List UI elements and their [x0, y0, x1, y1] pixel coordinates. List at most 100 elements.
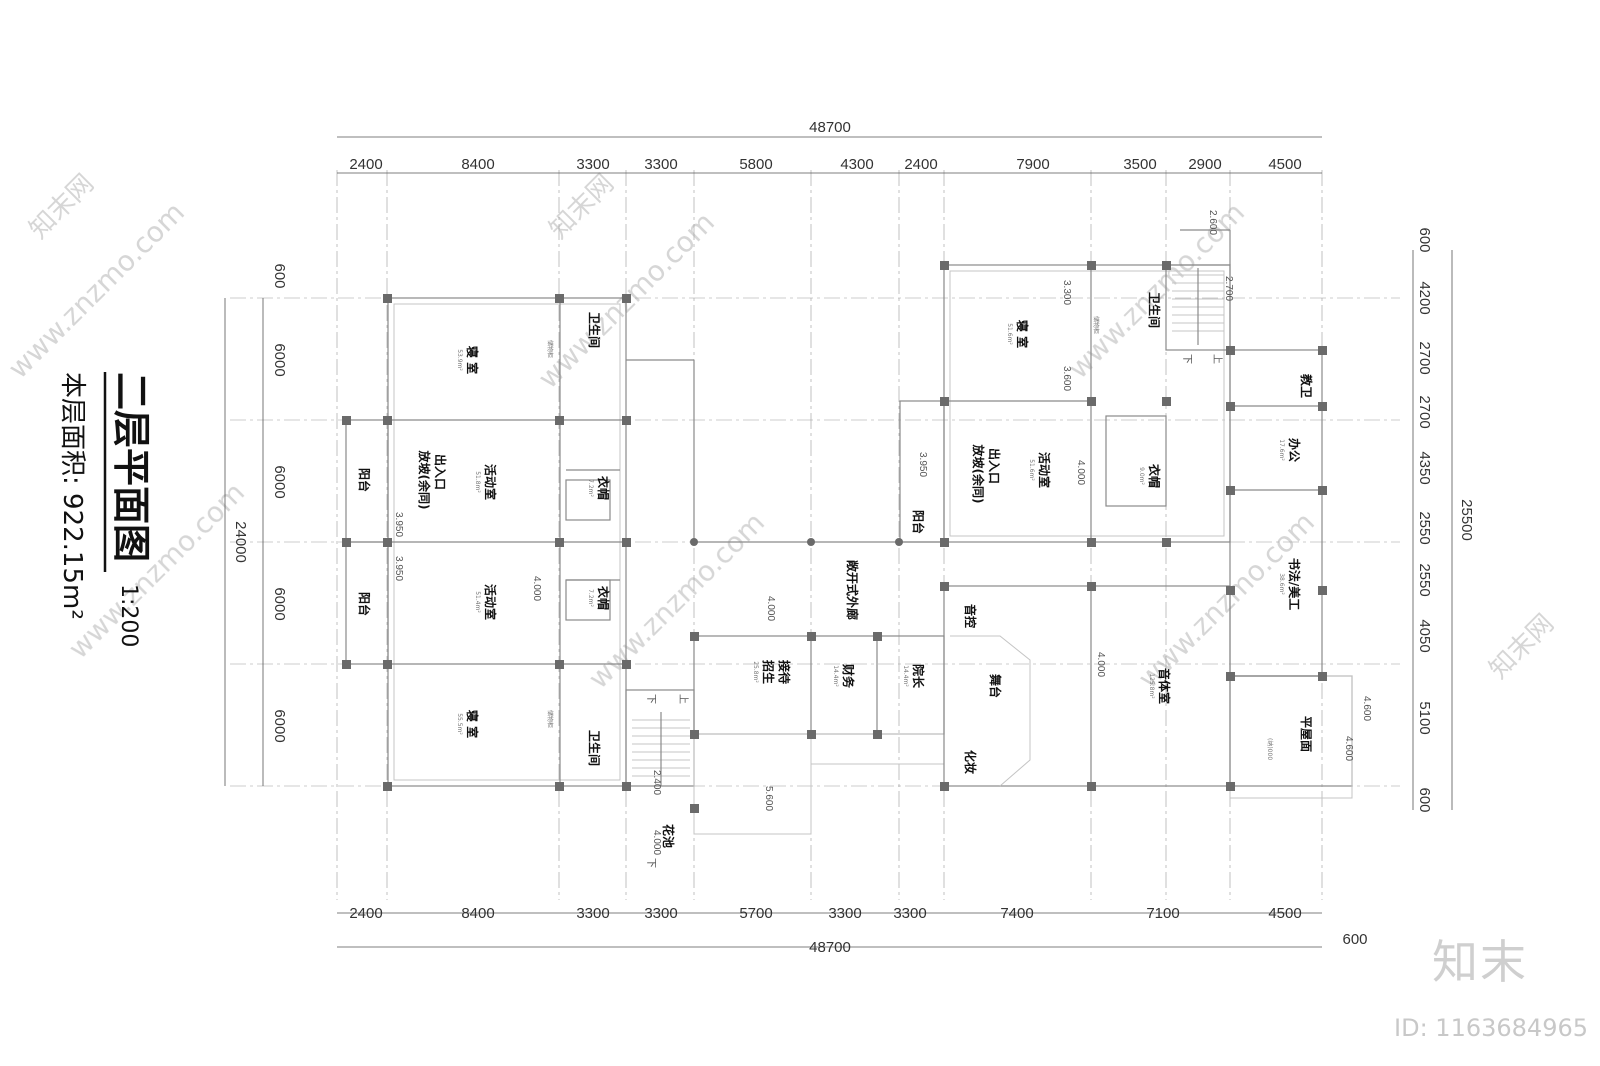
label-exit: 出入口: [987, 448, 1002, 484]
cabinet-label: 储物柜: [546, 710, 554, 728]
label-ramp: 放坡(余同): [971, 444, 986, 504]
image-id-label: ID: 1163684965: [1394, 1014, 1588, 1042]
left-dimensions: 600 6000 6000 6000 6000 24000: [232, 263, 288, 742]
drawing-scale: 1:200: [116, 584, 141, 647]
room-stage: 舞台: [988, 673, 1003, 698]
dim-top: 3300: [644, 156, 677, 173]
room-sound: 音控: [963, 604, 978, 628]
area-text: 14.4m²: [902, 665, 909, 687]
level-text: 4.000: [1095, 652, 1106, 677]
room-office: 办公: [1287, 438, 1302, 462]
room-balcony: 阳台: [357, 468, 372, 492]
room-admission: 招生: [761, 660, 776, 684]
dim-top: 7900: [1016, 156, 1049, 173]
total-width-bottom: 48700: [809, 939, 851, 956]
dim-bottom: 3300: [893, 905, 926, 922]
room-dean: 院长: [911, 664, 926, 689]
dim-top: 3300: [576, 156, 609, 173]
room-labels: 寝 室 活动室 活动室 寝 室 卫生间 卫生间 衣帽 衣帽 阳台 阳台 出入口 …: [357, 292, 1314, 774]
room-toilet: 卫生间: [587, 312, 602, 348]
total-width-top: 48700: [809, 119, 851, 136]
area-labels: 53.9m² 51.8m² 51.4m² 55.5m² 51.6m² 51.6m…: [456, 323, 1285, 735]
stair-right: [1172, 268, 1224, 345]
level-text: 4.000: [765, 596, 776, 621]
area-text: 17.6m²: [1278, 439, 1285, 461]
area-text: 55.5m²: [456, 713, 463, 735]
watermark-text: www.znzmo.com: [62, 476, 251, 665]
room-bedroom: 寝 室: [1015, 320, 1030, 348]
dim-top: 8400: [461, 156, 494, 173]
total-right: 25500: [1458, 499, 1475, 541]
level-text: 3.950: [393, 512, 404, 537]
dim-bottom: 3300: [828, 905, 861, 922]
level-text: 3.600: [1061, 366, 1072, 391]
dim-top: 4500: [1268, 156, 1301, 173]
brand-logo: 知末: [1432, 935, 1528, 989]
area-text: 53.9m²: [456, 349, 463, 371]
room-activity: 活动室: [1037, 452, 1052, 488]
dim-left: 6000: [271, 587, 288, 620]
dim-right: 4200: [1416, 281, 1433, 314]
level-text: 3.950: [393, 556, 404, 581]
room-finance: 财务: [841, 663, 856, 689]
dim-right: 5100: [1416, 701, 1433, 734]
stair-down-label: 下: [645, 858, 656, 868]
room-balcony: 阳台: [911, 510, 926, 534]
room-gym: 音体室: [1157, 668, 1172, 704]
stair-up-label: 上: [677, 694, 689, 704]
level-text: 4.600: [1343, 736, 1354, 761]
stair-down-label: 下: [1181, 354, 1192, 364]
cabinet-label: 储物柜: [546, 340, 554, 358]
dim-right: 2700: [1416, 341, 1433, 374]
watermark-text-cn: 知末网: [544, 169, 620, 245]
room-activity: 活动室: [483, 464, 498, 500]
right-dimensions: 600 4200 2700 2700 4350 2550 2550 4050 5…: [1416, 227, 1475, 812]
level-text: 4.600: [1361, 696, 1372, 721]
area-text: 51.8m²: [474, 471, 481, 493]
dim-left: 6000: [271, 709, 288, 742]
room-balcony: 阳台: [357, 592, 372, 616]
watermark-text-cn: 知末网: [24, 169, 100, 245]
room-makeup: 化妆: [963, 750, 978, 774]
dim-top: 5800: [739, 156, 772, 173]
room-cloak: 衣帽: [596, 476, 611, 500]
stair-left: [632, 712, 690, 786]
room-bedroom: 寝 室: [465, 346, 480, 374]
area-text: 51.6m²: [1006, 323, 1013, 345]
room-corridor: 敞开式外廊: [845, 560, 860, 620]
level-text: 2.400: [651, 770, 662, 795]
area-text: 7.2m²: [587, 589, 594, 607]
area-text: 125.8m²: [1148, 673, 1155, 699]
dim-bottom: 2400: [349, 905, 382, 922]
area-text: 38.6m²: [1278, 573, 1285, 595]
dim-left: 600: [271, 263, 288, 288]
level-text: 3.300: [1061, 280, 1072, 305]
floor-area-label: 本层面积: 922.15m²: [57, 372, 87, 620]
dim-left: 6000: [271, 465, 288, 498]
dim-right: 2550: [1416, 511, 1433, 544]
level-text: 4.000: [651, 830, 662, 855]
dim-right: 600: [1416, 227, 1433, 252]
dim-bottom-extra: 600: [1342, 931, 1367, 948]
total-left: 24000: [232, 521, 249, 563]
dimension-lines: [224, 136, 1453, 948]
drawing-title-text: 二层平面图: [109, 372, 153, 562]
area-text: 9.0m²: [1138, 467, 1145, 485]
bottom-dimensions: 2400 8400 3300 3300 5700 3300 3300 7400 …: [349, 905, 1367, 956]
cabinet-label: 储物柜: [1092, 316, 1100, 334]
room-roof: 平屋面: [1299, 716, 1313, 752]
room-cloak: 衣帽: [1147, 464, 1162, 488]
dim-left: 6000: [271, 343, 288, 376]
room-bedroom: 寝 室: [465, 710, 480, 738]
dim-right: 4050: [1416, 619, 1433, 652]
level-text: 3.950: [917, 452, 928, 477]
label-exit: 出入口: [433, 454, 448, 490]
dim-right: 2700: [1416, 395, 1433, 428]
room-staff-wc: 教卫: [1299, 373, 1314, 398]
room-cloak: 衣帽: [596, 586, 611, 610]
dim-top: 2400: [904, 156, 937, 173]
room-calligraphy: 书法/美工: [1287, 558, 1302, 610]
room-toilet: 卫生间: [1147, 292, 1162, 328]
level-marks: 3.950 3.950 3.950 4.000 4.000 4.000 4.00…: [393, 210, 1372, 855]
dim-bottom: 7400: [1000, 905, 1033, 922]
